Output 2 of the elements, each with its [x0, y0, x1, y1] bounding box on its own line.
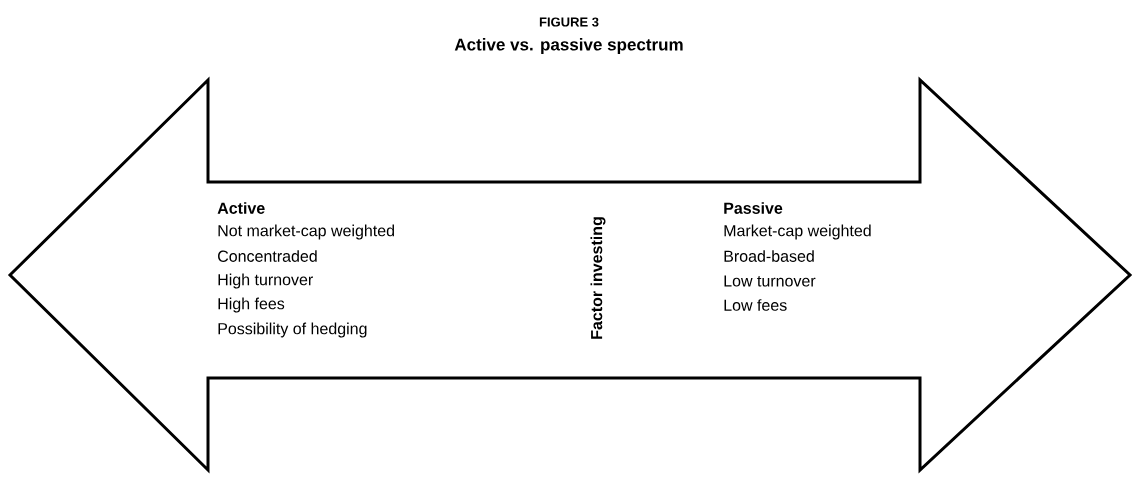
figure-number: FIGURE 3 [539, 17, 599, 27]
figure-title: Active vs. passive spectrum [454, 38, 683, 54]
